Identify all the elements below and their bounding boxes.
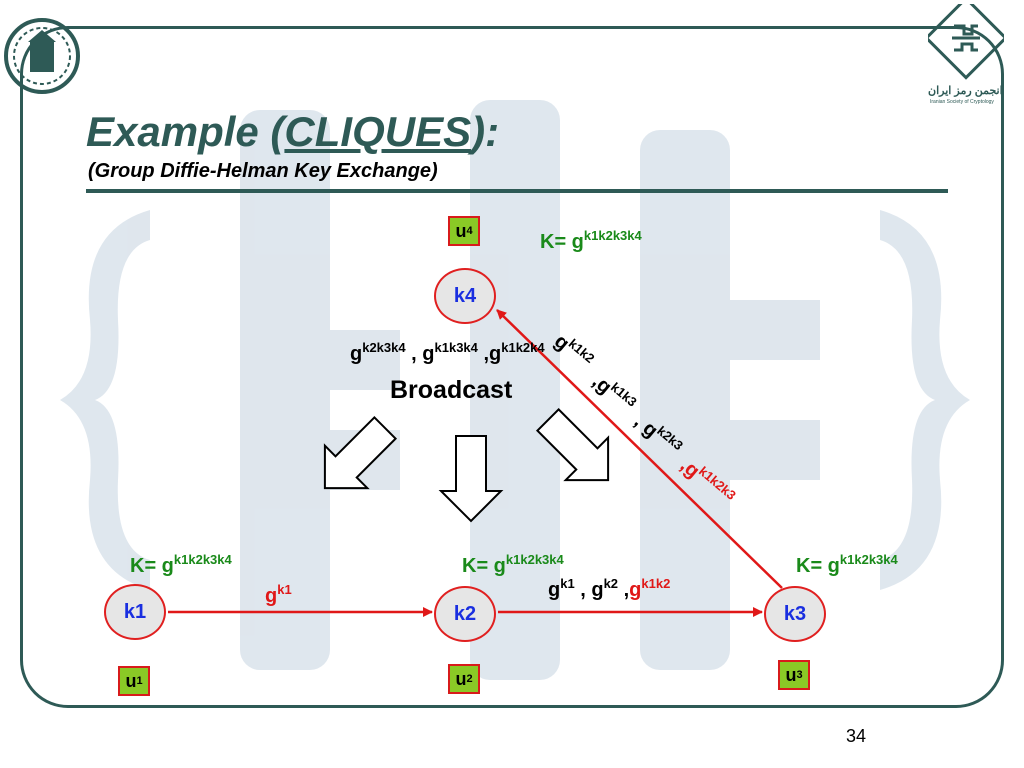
university-logo-icon: [4, 18, 80, 94]
broadcast-arrow-down: [438, 435, 504, 523]
page-number: 34: [846, 726, 867, 746]
page-subtitle: (Group Diffie-Helman Key Exchange): [88, 160, 438, 182]
society-logo-caption-en: Iranian Society of Cryptology: [930, 99, 994, 105]
society-logo-icon: [928, 4, 1004, 80]
title-link: CLIQUES: [284, 108, 472, 155]
page-title: Example (CLIQUES):: [86, 108, 500, 155]
title-rule: [86, 189, 948, 193]
key-label-u4: K= gk1k2k3k4: [540, 228, 642, 253]
key-label-u2: K= gk1k2k3k4: [462, 552, 564, 577]
message-k1-k2: gk1: [265, 582, 292, 607]
key-label-u1: K= gk1k2k3k4: [130, 552, 232, 577]
message-broadcast: gk2k3k4 , gk1k3k4 ,gk1k2k4: [350, 340, 545, 365]
society-logo-caption: انجمن رمز ایران: [928, 85, 1003, 97]
node-k4: k4: [434, 268, 496, 324]
node-k1: k1: [104, 584, 166, 640]
key-label-u3: K= gk1k2k3k4: [796, 552, 898, 577]
message-k2-k3: gk1 , gk2 ,gk1k2: [548, 576, 671, 601]
arrow-k3-k4: [496, 309, 783, 589]
broadcast-arrow-left: [323, 415, 398, 490]
node-k2: k2: [434, 586, 496, 642]
node-k3: k3: [764, 586, 826, 642]
broadcast-label: Broadcast: [390, 376, 513, 404]
broadcast-arrow-right: [535, 407, 610, 482]
slide-frame: [20, 26, 1004, 708]
